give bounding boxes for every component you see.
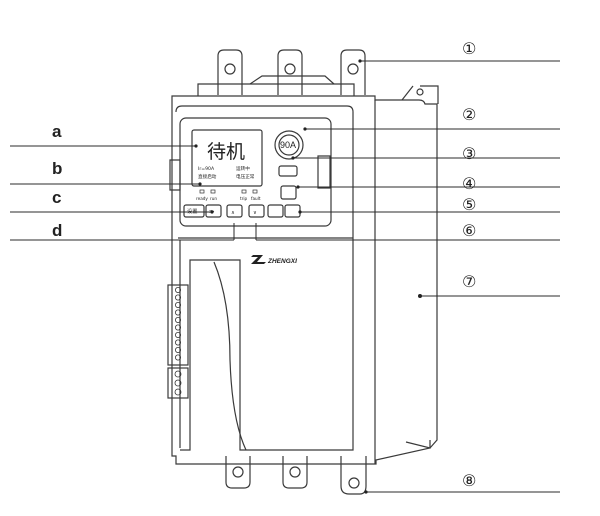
led-label-4: fault [251,196,261,201]
terminal-screw [174,331,181,338]
current-dial[interactable]: 90A [274,130,304,160]
terminal-screw [174,354,181,361]
lcd-screen: 待机 Ir=90A 运转中 直接启动 电压正常 [191,129,263,187]
brand-text: ZHENGXI [267,258,297,265]
terminal-screw [174,286,181,293]
up-button[interactable] [226,204,243,218]
callout-2: ② [462,105,476,124]
led-label-2: run [210,196,217,201]
aux-button[interactable] [280,185,297,200]
lcd-status: 待机 [207,141,245,163]
terminal-screw [174,316,181,323]
callout-a: a [52,122,62,141]
control-terminals [167,284,189,399]
terminal-screw [174,370,182,378]
lcd-line2-left: 直接启动 [198,173,217,180]
led-label-3: trip [240,196,248,201]
terminal-screw [174,346,181,353]
down-button-label: ∨ [253,210,257,216]
led-label-1: ready [196,196,208,201]
terminal-screw [174,294,181,301]
callout-b: b [52,159,62,178]
callout-d: d [52,221,62,240]
dial-value: 90A [280,140,296,150]
terminal-screw [174,339,181,346]
lcd-line1-left: Ir=90A [198,166,215,172]
callout-1: ① [462,39,476,58]
lcd-line2-right: 电压正常 [236,173,255,180]
terminal-screw [174,379,182,387]
status-leds: ready run trip fault [196,189,261,201]
lcd-line1-right: 运转中 [236,165,250,172]
callout-4: ④ [462,174,476,193]
up-button-label: ∧ [231,210,235,216]
down-button[interactable] [248,204,265,218]
housing [171,75,439,465]
shift-button[interactable] [205,204,222,218]
callout-c: c [52,188,61,207]
run-button[interactable] [278,165,298,177]
bottom-terminals [225,456,367,495]
button-row: 设置 ≫ ∧ ∨ [183,165,301,218]
callout-5: ⑤ [462,195,476,214]
terminal-screw [174,388,182,396]
callout-3: ③ [462,144,476,163]
callout-6: ⑥ [462,221,476,240]
terminal-screw [174,309,181,316]
callout-7: ⑦ [462,272,476,291]
terminal-screw [174,324,181,331]
terminal-screw [174,301,181,308]
stop-reset-button[interactable] [267,204,284,218]
brand-label: ZHENGXI [251,255,297,265]
set-button-label: 设置 [187,207,197,215]
left-callouts: a b c d [10,122,235,241]
right-callouts: ① ② ③ ④ ⑤ ⑥ ⑦ ⑧ [255,39,560,494]
callout-8: ⑧ [462,471,476,490]
set-button[interactable] [183,204,205,218]
start-button[interactable] [284,204,301,218]
top-terminals [217,49,366,95]
